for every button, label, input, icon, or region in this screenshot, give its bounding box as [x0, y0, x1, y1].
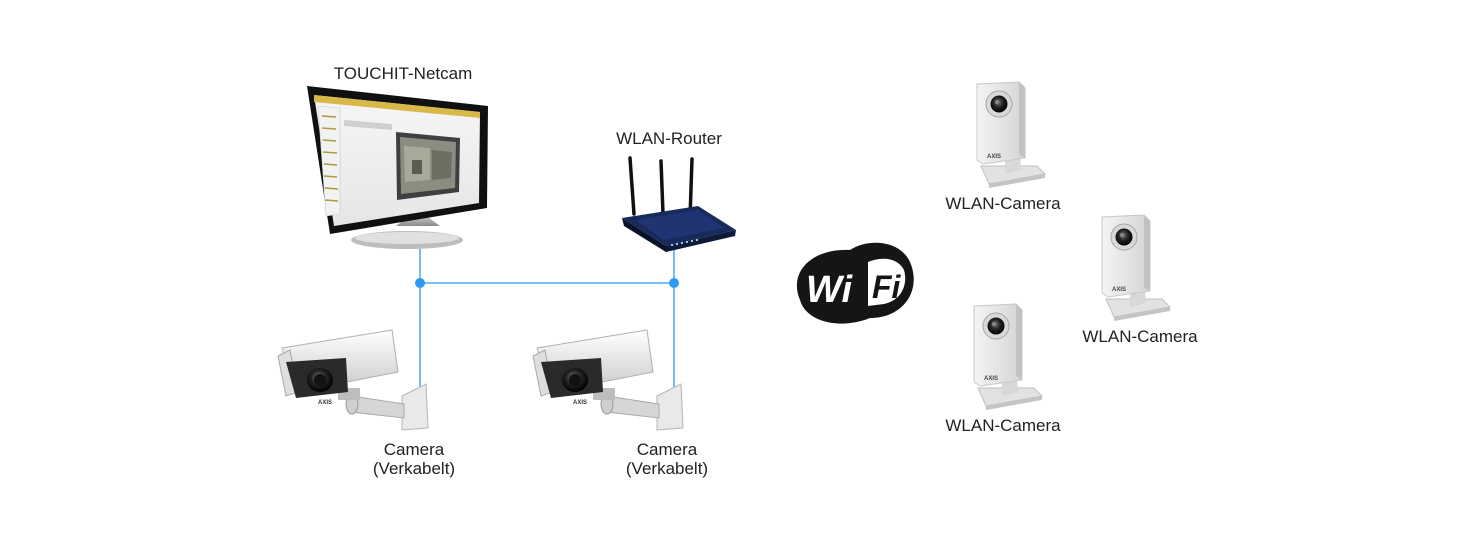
wifi-logo: Wi Fi [796, 242, 914, 324]
wired-camera-label-1: Camera (Verkabelt) [344, 440, 484, 478]
netcam-label: TOUCHIT-Netcam [333, 64, 473, 83]
wired-camera-label-line1: Camera [383, 440, 445, 459]
router-icon [622, 156, 736, 252]
brand-mark: AXIS [573, 400, 587, 406]
brand-mark: AXIS [984, 376, 998, 382]
wired-camera-label-2: Camera (Verkabelt) [597, 440, 737, 478]
wlan-camera-label-1: WLAN-Camera [945, 194, 1061, 213]
wifi-logo-fi: Fi [872, 269, 902, 305]
wlan-camera-label-3: WLAN-Camera [945, 416, 1061, 435]
cube-camera-icon: AXIS [976, 81, 1047, 188]
monitor-icon [307, 86, 488, 249]
junction-dot-right [669, 278, 679, 288]
wifi-logo-wi: Wi [806, 269, 854, 311]
brand-mark: AXIS [1112, 287, 1126, 293]
bullet-camera-icon: AXIS [277, 329, 429, 431]
wired-camera-label-line2: (Verkabelt) [625, 459, 709, 478]
network-lines [419, 248, 675, 395]
wired-camera-label-line1: Camera [636, 440, 698, 459]
bullet-camera-icon: AXIS [532, 329, 684, 431]
brand-mark: AXIS [987, 154, 1001, 160]
cube-camera-icon: AXIS [973, 303, 1044, 410]
wlan-camera-label-2: WLAN-Camera [1082, 327, 1198, 346]
wired-camera-label-line2: (Verkabelt) [372, 459, 456, 478]
brand-mark: AXIS [318, 400, 332, 406]
junction-dot-left [415, 278, 425, 288]
router-label: WLAN-Router [616, 129, 722, 148]
cube-camera-icon: AXIS [1101, 214, 1172, 321]
